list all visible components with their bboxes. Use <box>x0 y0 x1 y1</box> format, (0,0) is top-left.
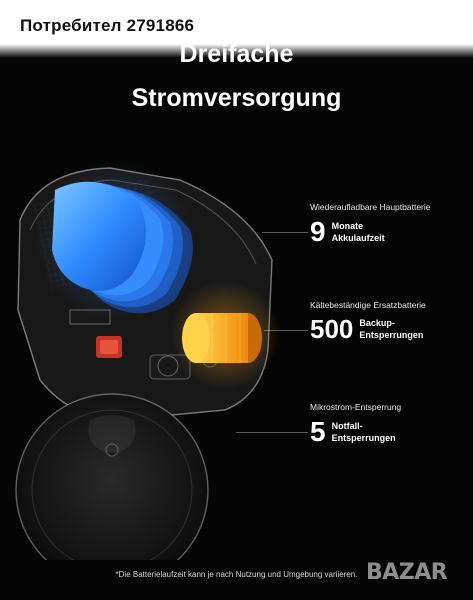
headline-line-2: Stromversorgung <box>131 84 342 112</box>
callout-number: 5 <box>310 416 326 447</box>
callout-desc-line-2: Entsperrungen <box>331 433 396 443</box>
watermark-bar <box>0 0 473 58</box>
callout-pointer-3 <box>236 432 308 433</box>
callout-heading: Kältebeständige Ersatzbatterie <box>310 300 426 310</box>
callout-pointer-2 <box>264 330 308 331</box>
main-battery <box>52 181 193 314</box>
callout-desc-line-2: Akkulaufzeit <box>331 233 385 243</box>
callout-number: 500 <box>310 314 354 344</box>
callout-description: Notfall- Entsperrungen <box>332 420 396 444</box>
user-watermark: Потребител 2791866 <box>20 16 195 35</box>
callout-heading: Mikrostrom-Entsperrung <box>310 402 402 412</box>
callout-stat: 5 Notfall- Entsperrungen <box>310 418 401 446</box>
callout-desc-line-2: Entsperrungen <box>359 330 424 340</box>
callout-backup-battery: Kältebeständige Ersatzbatterie 500 Backu… <box>310 300 426 342</box>
bazar-logo: BAZAR <box>366 560 448 585</box>
callout-desc-line-1: Notfall- <box>331 421 363 431</box>
callout-main-battery: Wiederaufladbare Hauptbatterie 9 Monate … <box>310 202 431 246</box>
callout-emergency-unlock: Mikrostrom-Entsperrung 5 Notfall- Entspe… <box>310 402 401 446</box>
callout-description: Backup- Entsperrungen <box>359 317 423 341</box>
callout-stat: 9 Monate Akkulaufzeit <box>310 218 431 246</box>
callout-desc-line-1: Backup- <box>359 318 395 328</box>
smart-lock-illustration <box>15 160 280 560</box>
callout-stat: 500 Backup- Entsperrungen <box>310 316 426 342</box>
backup-battery <box>182 313 262 363</box>
callout-heading: Wiederaufladbare Hauptbatterie <box>310 202 431 212</box>
callout-desc-line-1: Monate <box>331 221 364 231</box>
callout-number: 9 <box>310 216 326 247</box>
callout-pointer-1 <box>262 232 308 233</box>
callout-description: Monate Akkulaufzeit <box>332 220 385 244</box>
headline-line-1: Dreifache <box>179 40 294 68</box>
battery-footnote: *Die Batterielaufzeit kann je nach Nutzu… <box>115 570 358 579</box>
lock-knob <box>15 393 209 560</box>
